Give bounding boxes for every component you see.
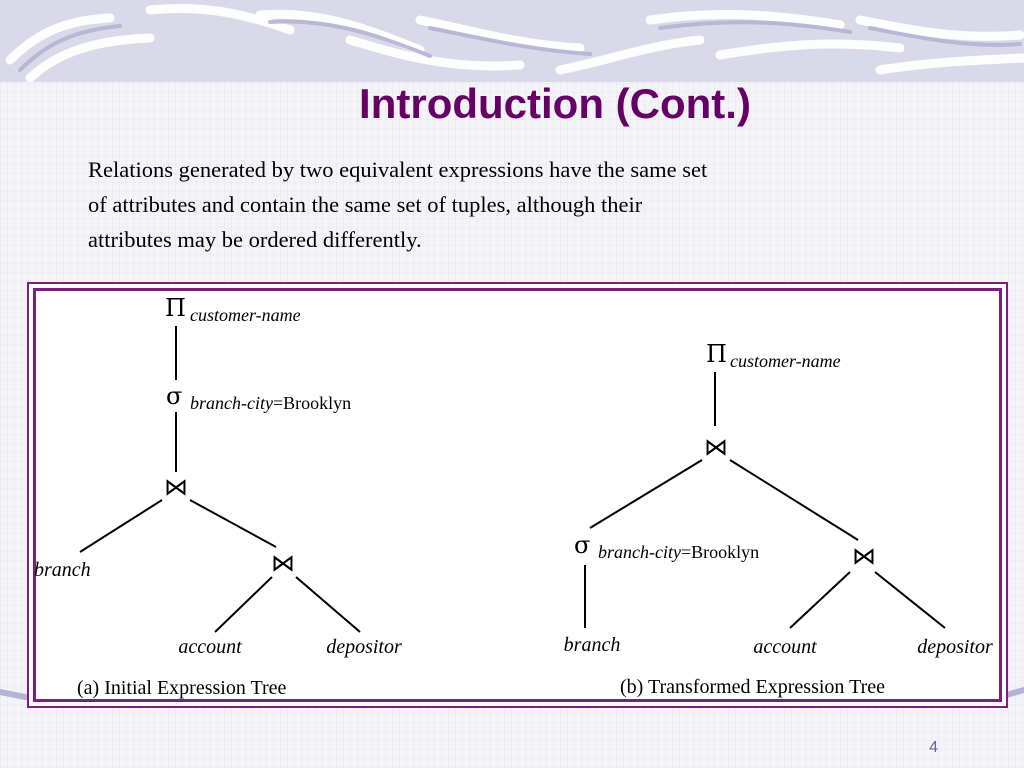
tree-b-selection-value: =Brooklyn <box>681 542 759 562</box>
tree-b-leaf-depositor: depositor <box>917 636 993 658</box>
page-number: 4 <box>929 739 938 756</box>
tree-a-leaf-branch: branch <box>34 559 91 581</box>
tree-a-selection-predicate: branch-city=Brooklyn <box>190 393 351 413</box>
tree-a-join-top: ⋈ <box>164 473 188 501</box>
tree-b-projection-symbol: Π <box>706 340 727 368</box>
tree-b-join-bottom: ⋈ <box>852 542 876 570</box>
tree-a-selection-symbol: σ <box>166 382 182 410</box>
tree-b-selection-attr: branch-city <box>598 542 681 562</box>
body-line-3: attributes may be ordered differently. <box>88 227 422 252</box>
decorative-banner <box>0 0 1024 82</box>
body-line-2: of attributes and contain the same set o… <box>88 192 643 217</box>
tree-b-selection-predicate: branch-city=Brooklyn <box>598 542 759 562</box>
body-paragraph: Relations generated by two equivalent ex… <box>88 152 888 257</box>
tree-b-leaf-branch: branch <box>564 634 621 656</box>
tree-a-projection-symbol: Π <box>165 294 186 322</box>
tree-b-join-top: ⋈ <box>704 433 728 461</box>
tree-b-leaf-account: account <box>753 636 817 658</box>
tree-b-selection-symbol: σ <box>574 531 590 559</box>
slide-title: Introduction (Cont.) <box>359 80 751 127</box>
tree-a-selection-value: =Brooklyn <box>273 393 351 413</box>
figure-frame <box>27 282 1008 708</box>
tree-a-join-bottom: ⋈ <box>271 549 295 577</box>
tree-a-selection-attr: branch-city <box>190 393 273 413</box>
tree-b-edges <box>584 372 946 629</box>
body-line-1: Relations generated by two equivalent ex… <box>88 157 708 182</box>
tree-a-edges <box>79 326 361 633</box>
tree-b-projection-attr: customer-name <box>730 351 841 371</box>
tree-a-leaf-account: account <box>178 636 242 658</box>
tree-b-caption: (b) Transformed Expression Tree <box>620 676 885 698</box>
tree-a-leaf-depositor: depositor <box>326 636 402 658</box>
tree-a-projection-attr: customer-name <box>190 305 301 325</box>
tree-a-caption: (a) Initial Expression Tree <box>77 677 287 699</box>
